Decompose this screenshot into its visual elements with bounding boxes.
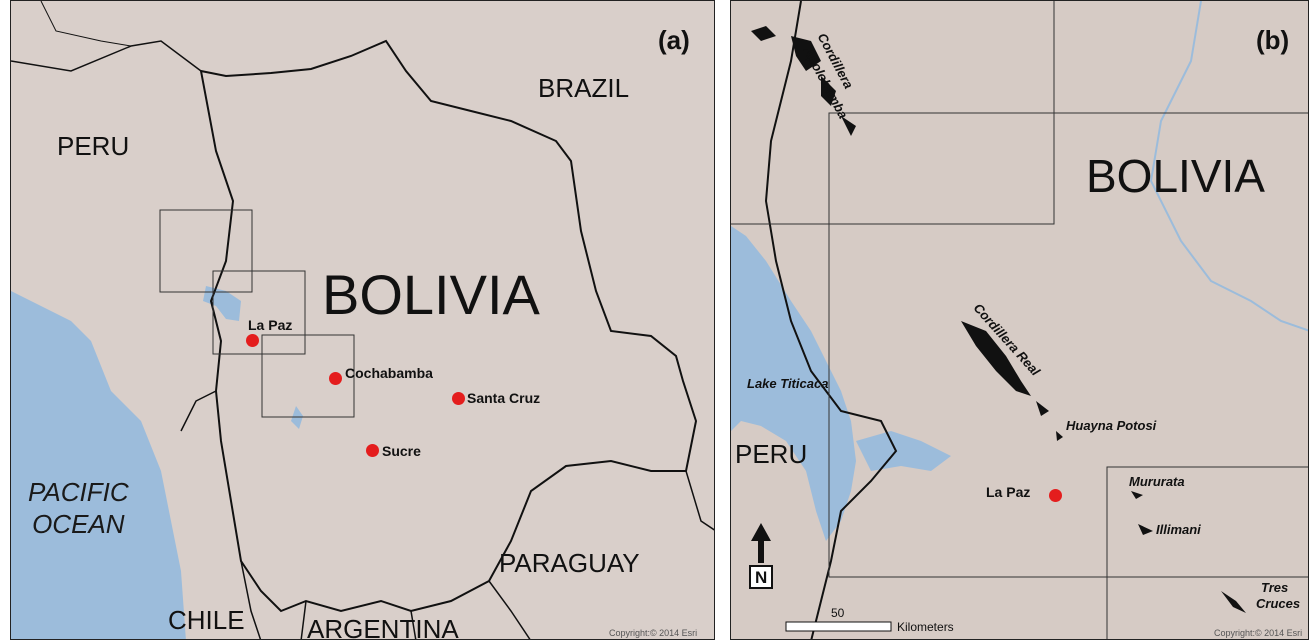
- label-illimani: Illimani: [1156, 522, 1201, 537]
- label-pacific-ocean: PACIFIC OCEAN: [28, 479, 129, 537]
- extent-box-3: [261, 334, 355, 418]
- label-peru: PERU: [735, 439, 808, 469]
- city-label-cochabamba: Cochabamba: [345, 365, 433, 381]
- city-marker-santa-cruz[interactable]: [452, 392, 465, 405]
- panel-letter-a: (a): [658, 25, 690, 55]
- scale-value: 50: [831, 606, 845, 620]
- pacific-ocean: [11, 291, 186, 639]
- map-panel-a[interactable]: (a) PERU BRAZIL BOLIVIA CHILE ARGENTINA …: [10, 0, 715, 640]
- label-cruces: Cruces: [1256, 596, 1301, 611]
- copyright-a: Copyright:© 2014 Esri: [609, 628, 698, 638]
- scale-bar: [785, 621, 892, 632]
- extent-box-2: [828, 112, 1308, 578]
- extent-box-1: [731, 1, 1055, 225]
- city-label-la-paz: La Paz: [986, 484, 1031, 500]
- label-brazil: BRAZIL: [538, 73, 630, 103]
- glaciers-apolobamba: [751, 26, 856, 136]
- city-label-santa-cruz: Santa Cruz: [467, 390, 541, 406]
- peru-bolivia-border: [764, 1, 898, 639]
- label-tres: Tres: [1261, 580, 1289, 595]
- glacier-mururata: [1131, 491, 1143, 499]
- peru-chile-border: [180, 390, 217, 432]
- north-arrow-letter: N: [755, 568, 768, 587]
- chile-border: [240, 560, 262, 639]
- argentina-border-west: [300, 600, 307, 639]
- extent-box-2: [212, 270, 306, 355]
- scale-unit: Kilometers: [897, 620, 954, 634]
- land-area: [731, 1, 1308, 639]
- glacier-illimani: [1138, 524, 1153, 535]
- label-chile: CHILE: [168, 605, 245, 635]
- map-a-canvas: [11, 1, 714, 639]
- extent-box-3: [1106, 466, 1308, 639]
- label-bolivia: BOLIVIA: [1086, 150, 1265, 202]
- argentina-border-east: [410, 610, 417, 639]
- label-argentina: ARGENTINA: [307, 614, 459, 640]
- ocean-line-1: PACIFIC: [28, 477, 129, 507]
- label-peru: PERU: [57, 131, 130, 161]
- extent-box-1: [159, 209, 253, 293]
- label-paraguay: PARAGUAY: [499, 548, 640, 578]
- lake-wiñaymarka: [856, 431, 951, 471]
- panel-letter-b: (b): [1256, 25, 1290, 55]
- north-arrow: [749, 523, 773, 589]
- city-marker-la-paz[interactable]: [1049, 489, 1062, 502]
- ocean-line-2: OCEAN: [32, 509, 125, 539]
- northern-border: [40, 1, 132, 47]
- map-panel-b[interactable]: (b) Cordillera Apolobamba BOLIVIA PERU C…: [730, 0, 1309, 640]
- city-marker-la-paz[interactable]: [246, 334, 259, 347]
- city-label-sucre: Sucre: [382, 443, 421, 459]
- paraguay-brazil-border: [685, 470, 714, 531]
- city-marker-cochabamba[interactable]: [329, 372, 342, 385]
- label-mururata: Mururata: [1129, 474, 1185, 489]
- map-b-canvas: [731, 1, 1308, 639]
- bolivia-border: [199, 39, 698, 613]
- lake-titicaca: [731, 226, 856, 541]
- glacier-tres-cruces: [1221, 591, 1246, 613]
- city-label-la-paz: La Paz: [248, 317, 293, 333]
- label-huayna-potosi: Huayna Potosi: [1066, 418, 1157, 433]
- city-marker-sucre[interactable]: [366, 444, 379, 457]
- copyright-b: Copyright:© 2014 Esri: [1214, 628, 1303, 638]
- label-lake-titicaca: Lake Titicaca: [747, 376, 829, 391]
- glaciers-real: [961, 321, 1063, 441]
- paraguay-argentina-border: [488, 580, 531, 639]
- river: [1149, 1, 1308, 332]
- label-bolivia: BOLIVIA: [322, 263, 540, 326]
